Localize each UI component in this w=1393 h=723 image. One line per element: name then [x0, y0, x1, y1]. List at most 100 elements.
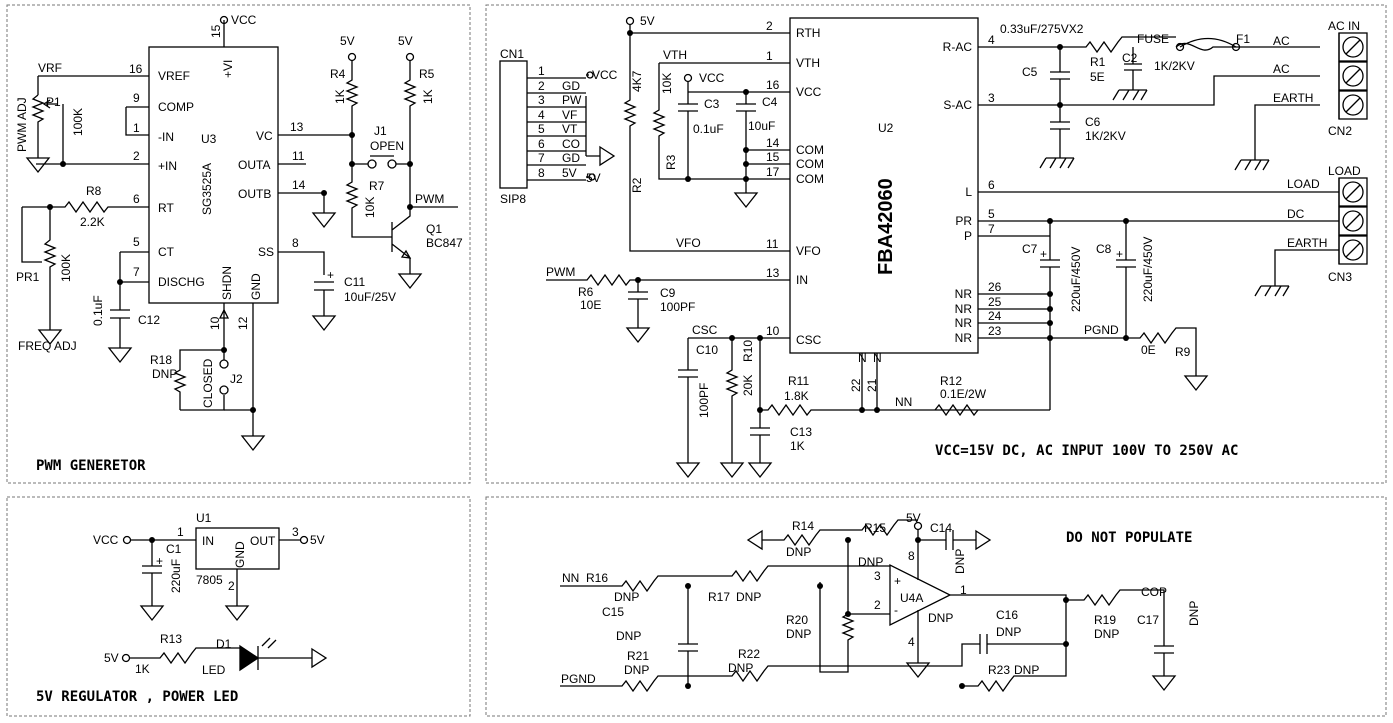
- u2-part: FBA42060: [875, 178, 897, 275]
- u4a-pin4: 4: [908, 635, 915, 649]
- earth-label-2: EARTH: [1287, 236, 1327, 250]
- u3-pin-num-7: 7: [133, 265, 140, 279]
- u3-pin-plus-in: +IN: [158, 159, 177, 173]
- c10-ref: C10: [696, 343, 718, 357]
- r4-ref: R4: [330, 67, 346, 81]
- c1-value: 220uF: [169, 559, 183, 593]
- c12-ref: C12: [138, 313, 160, 327]
- u2-pin-label: L: [965, 185, 972, 199]
- u2-pin-number: 24: [988, 309, 1002, 323]
- u2-pin-number: 14: [766, 136, 780, 150]
- led-supply: 5V: [104, 651, 119, 665]
- c14-value: DNP: [953, 549, 967, 574]
- c16-value: DNP: [996, 625, 1021, 639]
- u4a-plus: +: [894, 574, 901, 588]
- nn-label: NN: [895, 395, 912, 409]
- pgnd-label: PGND: [1084, 323, 1119, 337]
- u4a-pin1: 1: [960, 583, 967, 597]
- cap-series-label: 0.33uF/275VX2: [1000, 22, 1084, 36]
- vrf-label: VRF: [38, 61, 62, 75]
- r5-supply: 5V: [398, 34, 413, 48]
- u2-pin-number: 3: [988, 91, 995, 105]
- cn1-ref: CN1: [500, 47, 524, 61]
- cn1-pin-signal: VT: [562, 122, 578, 136]
- u3-pin-num-12: 12: [236, 316, 250, 330]
- cn1-pin-number: 6: [538, 137, 545, 151]
- c3-ref: C3: [704, 97, 720, 111]
- c13-value: 1K: [790, 439, 805, 453]
- main-circuit-frame: [485, 4, 1387, 484]
- cn1-connector: [499, 60, 528, 189]
- u3-ic-body: [148, 46, 279, 304]
- r13-ref: R13: [160, 632, 182, 646]
- u3-pin-gnd: GND: [249, 273, 263, 300]
- c4-ref: C4: [762, 95, 778, 109]
- u3-pin15: 15: [209, 24, 223, 38]
- u3-part: SG3525A: [200, 163, 214, 215]
- load-label: LOAD: [1287, 177, 1320, 191]
- j1-state: OPEN: [370, 139, 404, 153]
- u3-pin-num-16: 16: [129, 62, 143, 76]
- vfo-label: VFO: [676, 236, 701, 250]
- opamp-supply: 5V: [906, 511, 921, 525]
- cn1-pin-number: 5: [538, 122, 545, 136]
- csc-pin: CSC: [796, 333, 822, 347]
- pwm-section-title: PWM GENERETOR: [36, 458, 146, 474]
- r20-value: DNP: [786, 627, 811, 641]
- r12-ref: R12: [940, 374, 962, 388]
- r18-value: DNP: [152, 367, 177, 381]
- ac-label-2: AC: [1273, 62, 1290, 76]
- u3-vcc: VCC: [231, 13, 257, 27]
- u1-ref: U1: [196, 511, 212, 525]
- u2-pin-number: 4: [988, 33, 995, 47]
- u2-pin-number: 13: [766, 266, 780, 280]
- r17-ref: R17: [708, 590, 730, 604]
- u2-pin-label: R-AC: [943, 40, 973, 54]
- main-section-title: VCC=15V DC, AC INPUT 100V TO 250V AC: [935, 443, 1238, 459]
- r10-ref: R10: [741, 340, 755, 362]
- r8-ref: R8: [86, 184, 102, 198]
- u3-pin-ss: SS: [258, 245, 274, 259]
- c8-value: 220uF/450V: [1141, 237, 1155, 302]
- u4a-value: DNP: [928, 611, 953, 625]
- r21-ref: R21: [627, 649, 649, 663]
- ac-label-1: AC: [1273, 34, 1290, 48]
- u2-pin-number: 11: [766, 237, 779, 251]
- c11-plus: +: [327, 268, 334, 282]
- r14-value: DNP: [786, 545, 811, 559]
- cn1-pin-signal: VF: [562, 108, 577, 122]
- r12-value: 0.1E/2W: [940, 387, 987, 401]
- u3-pin-outb: OUTB: [238, 187, 271, 201]
- u2-pin-label: COM: [796, 172, 824, 186]
- pwm-out-label: PWM: [415, 192, 444, 206]
- u1-pin3: 3: [292, 525, 299, 539]
- u3-pin-rt: RT: [158, 201, 174, 215]
- c10-value: 100PF: [697, 383, 711, 418]
- c9-ref: C9: [660, 286, 676, 300]
- u2-pin-number: 10: [766, 324, 780, 338]
- r5-ref: R5: [419, 67, 435, 81]
- u2-pin-label: NR: [955, 316, 973, 330]
- u4a-minus: -: [894, 603, 898, 617]
- dc-label: DC: [1287, 207, 1305, 221]
- c17-ref: C17: [1137, 613, 1159, 627]
- cn1-pin-number: 2: [538, 79, 545, 93]
- r7-ref: R7: [369, 179, 385, 193]
- r17-value: DNP: [736, 590, 761, 604]
- u2-pin-label: P: [964, 229, 972, 243]
- d1-ref: D1: [216, 637, 232, 651]
- c8-plus: +: [1116, 247, 1123, 261]
- c9-value: 100PF: [660, 300, 695, 314]
- pwm-generator: U3 SG3525A +VI VCC 15 VREF COMP -IN +IN …: [15, 13, 463, 474]
- optional-section-title: DO NOT POPULATE: [1066, 530, 1192, 546]
- r7-value: 10K: [363, 197, 377, 218]
- r15-value: DNP: [858, 555, 883, 569]
- u2-pin-label: IN: [796, 273, 808, 287]
- u2-pin-label: S-AC: [943, 98, 972, 112]
- cn1-pin-signal: PW: [562, 93, 582, 107]
- cn1-pin-number: 4: [538, 108, 545, 122]
- cn1-type: SIP8: [500, 192, 526, 206]
- u2-pin-number: 1: [766, 49, 773, 63]
